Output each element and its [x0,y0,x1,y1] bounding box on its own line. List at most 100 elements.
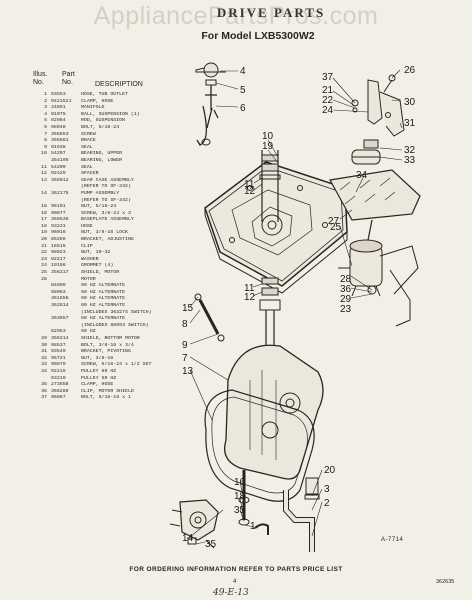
pivoting-bracket [367,79,383,125]
part-description: CLAMP, HOSE [81,98,114,104]
illus-number: 1 [44,92,47,97]
callout-number: 5 [240,85,246,96]
part-number: 356214 [51,335,69,341]
illus-number: 10 [41,151,47,157]
part-number: 92217 [51,256,66,262]
model-subtitle: For Model LXB5300W2 [201,30,315,42]
handwritten-note: 49-E-13 [213,588,249,598]
col-header-desc: DESCRIPTION [95,81,143,88]
callout-number: 9 [182,340,188,351]
callout-number: 24 [322,105,334,116]
part-description: GEAR CASE ASSEMBLY [81,177,134,183]
part-description: ROD, SUSPENSION [81,118,126,124]
part-number: 361858 [51,296,69,302]
callout-number: 23 [340,304,352,315]
callout-number: 33 [404,155,416,166]
part-description: (REFER TO SF-342) [81,184,131,190]
callout-number: 12 [244,292,256,303]
watermark: AppliancePartsPros.com [93,2,379,30]
callout-number: 11 [244,179,255,190]
suspension-rod [196,85,219,146]
part-number: 90879 [51,362,66,368]
illus-number: 33 [41,362,47,368]
illus-number: 6 [44,124,47,130]
part-description: (REFER TO SF-342) [81,197,131,203]
illus-number: 21 [41,243,47,249]
manifold [305,477,319,495]
part-number: 91938 [51,144,66,150]
callout-number: 2 [324,498,330,509]
callout-number: 16 [234,477,246,488]
part-description: (INCLUDES 363274 SWITCH) [81,309,152,315]
callout-number: 20 [324,465,336,476]
illus-number: 4 [44,111,47,117]
illus-number: 12 [41,171,47,177]
callout-number: 29 [340,294,352,305]
part-description: SPACER [81,171,99,177]
suspension-ball [203,62,219,78]
gear-case-assembly [223,344,324,480]
illus-number: 16 [41,210,47,216]
callout-number: 19 [262,141,274,152]
callout-number: 32 [404,145,416,156]
document-number: 362635 [436,579,455,585]
part-number: 93549 [51,349,66,355]
part-description: MOTOR [81,276,96,282]
part-description: SCREW, 3/8-24 x 3 [81,210,131,216]
part-description: NUT, 10-32 [81,250,111,256]
part-number: 16515 [51,243,66,249]
callout-number: 28 [340,274,352,285]
parts-row: (INCLUDES 363274 SWITCH) [35,310,165,317]
col-header-part: Part No. [62,71,75,86]
part-number: 92429 [51,171,66,177]
illus-number: 23 [41,256,47,262]
callout-number: 7 [182,353,188,364]
parts-row: 33 90879 SCREW, 5/16-24 x 1/2 SET [35,362,165,369]
part-description: BALL, SUSPENSION (1) [81,111,140,117]
part-description: BRACKET, PIVOTING [81,349,131,355]
callout-number: 30 [404,97,416,108]
part-number: 365012 [51,177,69,183]
part-number: 356653 [51,131,69,137]
part-description: SEAL [81,144,93,150]
part-description: SCREW, 5/16-24 x 1/2 SET [81,362,152,368]
part-number: 34691 [51,105,66,111]
part-description: SCREW [81,131,96,137]
part-description: SEAL [81,164,93,170]
part-number: 85286 [51,237,66,243]
part-description: SHIELD, BOTTOM MOTOR [81,335,140,341]
callout-number: 27 [328,216,340,227]
illus-number: 17 [41,217,47,223]
part-description: BRACE [81,138,96,144]
callout-number: 37 [322,72,334,83]
callout-number: 10 [262,131,274,142]
part-description: CLIP [81,243,93,249]
bolt [205,79,217,86]
illus-number: 34 [41,368,47,374]
part-description: 60 HZ ALTERNATE [81,289,126,295]
illus-number: 35 [41,382,47,388]
parts-row: (INCLUDES 88993 SWITCH) [35,323,165,330]
